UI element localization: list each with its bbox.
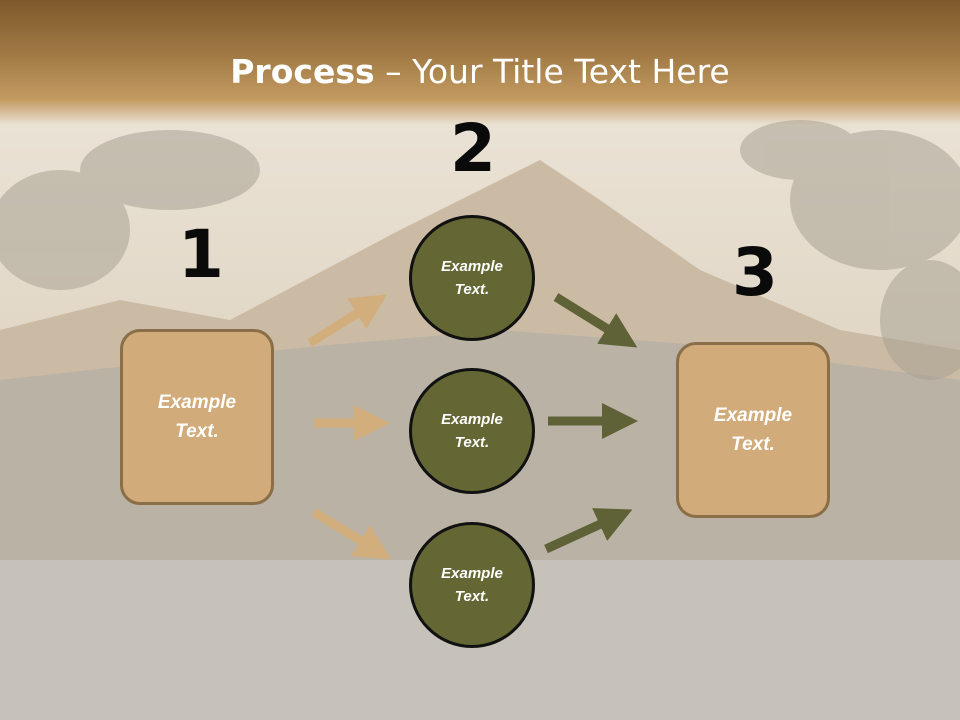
step-number-1: 1 [178,216,224,293]
slide-title: Process – Your Title Text Here [0,52,960,91]
step-number-3: 3 [732,234,778,311]
circle-middle-text: Example Text. [441,411,503,451]
title-dash: – [374,52,413,91]
arrow-right-top [553,293,638,348]
circle-bottom-text: Example Text. [441,565,503,605]
right-box-text: Example Text. [713,405,793,455]
step-number-2: 2 [450,110,496,187]
right-box: Example Text. [676,342,830,518]
circle-top: Example Text. [409,215,535,341]
arrow-left-bottom [311,508,392,560]
arrow-right-bottom [544,508,633,554]
title-rest: Your Title Text Here [412,52,730,91]
circle-bottom: Example Text. [409,522,535,648]
circle-middle: Example Text. [409,368,535,494]
title-bold: Process [230,52,375,91]
circle-top-text: Example Text. [441,258,503,298]
left-box: Example Text. [120,329,274,505]
arrow-left-top [307,294,388,347]
title-bar [0,0,960,125]
left-box-text: Example Text. [157,392,237,442]
